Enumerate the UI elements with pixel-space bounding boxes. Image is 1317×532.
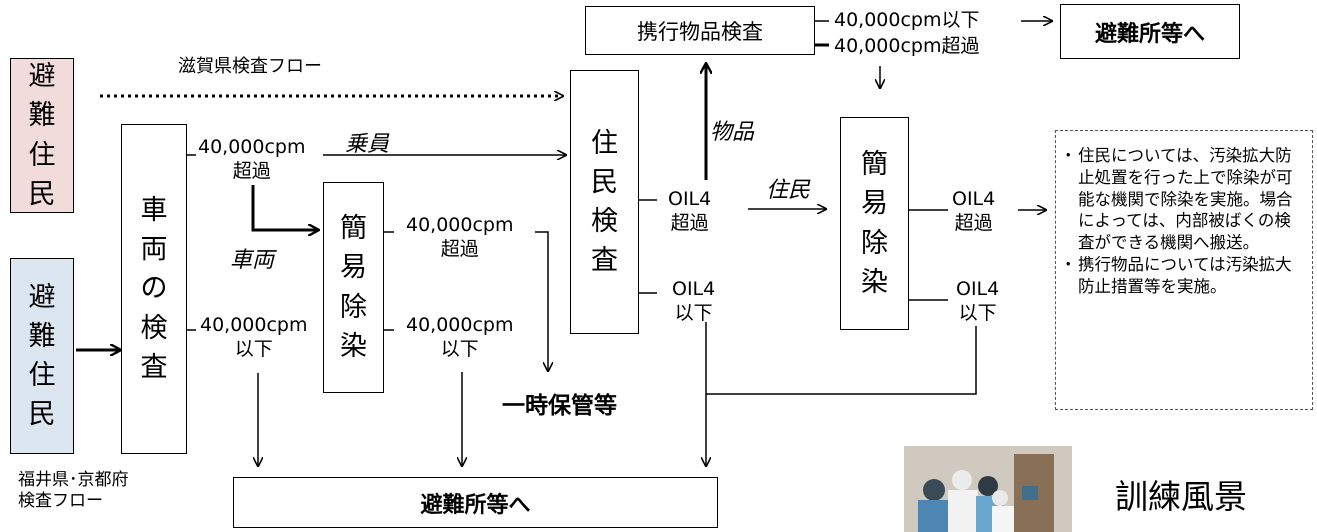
training-photo bbox=[904, 446, 1072, 532]
oil4-over-label-1: OIL4 超過 bbox=[668, 188, 711, 236]
fukui-kyoto-line1: 福井県･京都府 bbox=[18, 470, 129, 490]
threshold-line: 40,000cpm bbox=[406, 214, 514, 236]
resident-inspection-char: 民 bbox=[591, 166, 618, 198]
notes-box: 住民については、汚染拡大防止処置を行った上で除染が可能な機関で除染を実施。場合に… bbox=[1055, 130, 1313, 410]
vehicle-over-label: 40,000cpm 超過 bbox=[198, 136, 306, 184]
evacuee-box-shiga: 避 難 住 民 bbox=[10, 58, 74, 213]
vehicle-inspection-char: 査 bbox=[140, 351, 168, 383]
vehicle-inspection-char: 両 bbox=[140, 234, 168, 266]
decon-over-arrow bbox=[535, 231, 548, 371]
threshold-line: 40,000cpm bbox=[200, 314, 308, 336]
threshold-line: 40,000cpm bbox=[198, 136, 306, 158]
threshold-line: 超過 bbox=[670, 211, 709, 234]
vehicle-path-label: 車両 bbox=[230, 248, 275, 273]
vehicle-inspection-char: 車 bbox=[140, 195, 168, 227]
fukui-kyoto-flow-label: 福井県･京都府 検査フロー bbox=[18, 470, 129, 511]
decon-char: 簡 bbox=[861, 149, 888, 181]
goods-path-label: 物品 bbox=[710, 120, 755, 145]
evacuee-char: 住 bbox=[28, 139, 56, 171]
decon-char: 染 bbox=[861, 266, 888, 298]
threshold-line: 超過 bbox=[954, 211, 993, 234]
decon-char: 易 bbox=[340, 252, 367, 284]
threshold-line: 以下 bbox=[958, 301, 997, 324]
threshold-line: 以下 bbox=[440, 337, 479, 360]
vehicle-under-label: 40,000cpm 以下 bbox=[200, 314, 308, 362]
threshold-line: OIL4 bbox=[952, 188, 996, 210]
oil4-under-label-2: OIL4 以下 bbox=[956, 278, 999, 326]
vehicle-arrow bbox=[251, 185, 318, 230]
threshold-line: 40,000cpm bbox=[406, 314, 514, 336]
vehicle-inspection-char: の bbox=[140, 273, 168, 305]
shelter-label: 避難所等へ bbox=[1094, 21, 1205, 47]
threshold-line: OIL4 bbox=[672, 278, 716, 300]
threshold-line: OIL4 bbox=[668, 188, 712, 210]
evacuee-box-fukui-kyoto: 避 難 住 民 bbox=[10, 258, 74, 454]
threshold-line: 超過 bbox=[440, 237, 479, 260]
oil4-over-label-2: OIL4 超過 bbox=[952, 188, 995, 236]
decon-char: 除 bbox=[340, 291, 367, 323]
decon-over-label: 40,000cpm 超過 bbox=[406, 214, 514, 262]
threshold-line: 以下 bbox=[674, 301, 713, 324]
decon-char: 染 bbox=[340, 330, 367, 362]
simple-decon-box-1: 簡 易 除 染 bbox=[323, 182, 384, 393]
training-photo-illustration bbox=[904, 446, 1072, 532]
vehicle-inspection-char: 検 bbox=[140, 312, 168, 344]
resident-inspection-char: 住 bbox=[591, 127, 618, 159]
decon-under-label: 40,000cpm 以下 bbox=[406, 314, 514, 362]
shelter-box-top: 避難所等へ bbox=[1060, 4, 1240, 59]
resident-inspection-char: 検 bbox=[591, 206, 618, 237]
simple-decon-box-2: 簡 易 除 染 bbox=[840, 117, 909, 330]
evacuee-char: 難 bbox=[28, 320, 56, 352]
belongings-under-label: 40,000cpm以下 bbox=[834, 9, 980, 31]
belongings-over-label: 40,000cpm超過 bbox=[834, 35, 980, 57]
threshold-line: 以下 bbox=[234, 337, 273, 360]
evacuee-char: 避 bbox=[28, 61, 56, 93]
vehicle-inspection-box: 車 両 の 検 査 bbox=[121, 124, 187, 454]
resident-inspection-box: 住 民 検 査 bbox=[570, 70, 639, 334]
fukui-kyoto-line2: 検査フロー bbox=[18, 490, 103, 511]
decon-char: 易 bbox=[861, 188, 888, 220]
shiga-flow-label: 滋賀県検査フロー bbox=[178, 56, 322, 77]
temporary-storage-label: 一時保管等 bbox=[502, 393, 617, 419]
residents-path-label: 住民 bbox=[766, 178, 811, 203]
decon-char: 簡 bbox=[340, 213, 367, 245]
belongings-inspection-label: 携行物品検査 bbox=[637, 19, 763, 44]
threshold-line: 超過 bbox=[232, 159, 271, 182]
shelter-label: 避難所等へ bbox=[420, 492, 531, 518]
photo-caption: 訓練風景 bbox=[1115, 477, 1247, 516]
shelter-box-bottom: 避難所等へ bbox=[233, 477, 718, 528]
crew-path-label: 乗員 bbox=[345, 132, 390, 157]
note-belongings: 携行物品については汚染拡大防止措置等を実施。 bbox=[1060, 254, 1304, 298]
decon-char: 除 bbox=[861, 227, 888, 259]
evacuee-char: 民 bbox=[28, 399, 56, 431]
resident-inspection-char: 査 bbox=[591, 245, 618, 277]
oil4-under-label-1: OIL4 以下 bbox=[672, 278, 715, 326]
evacuee-char: 民 bbox=[28, 178, 56, 210]
belongings-inspection-box: 携行物品検査 bbox=[585, 6, 815, 55]
threshold-line: OIL4 bbox=[956, 278, 1000, 300]
evacuee-char: 難 bbox=[28, 100, 56, 132]
evacuee-char: 避 bbox=[28, 281, 56, 313]
note-residents: 住民については、汚染拡大防止処置を行った上で除染が可能な機関で除染を実施。場合に… bbox=[1060, 145, 1304, 254]
evacuee-char: 住 bbox=[28, 360, 56, 391]
notes-list: 住民については、汚染拡大防止処置を行った上で除染が可能な機関で除染を実施。場合に… bbox=[1060, 145, 1304, 298]
